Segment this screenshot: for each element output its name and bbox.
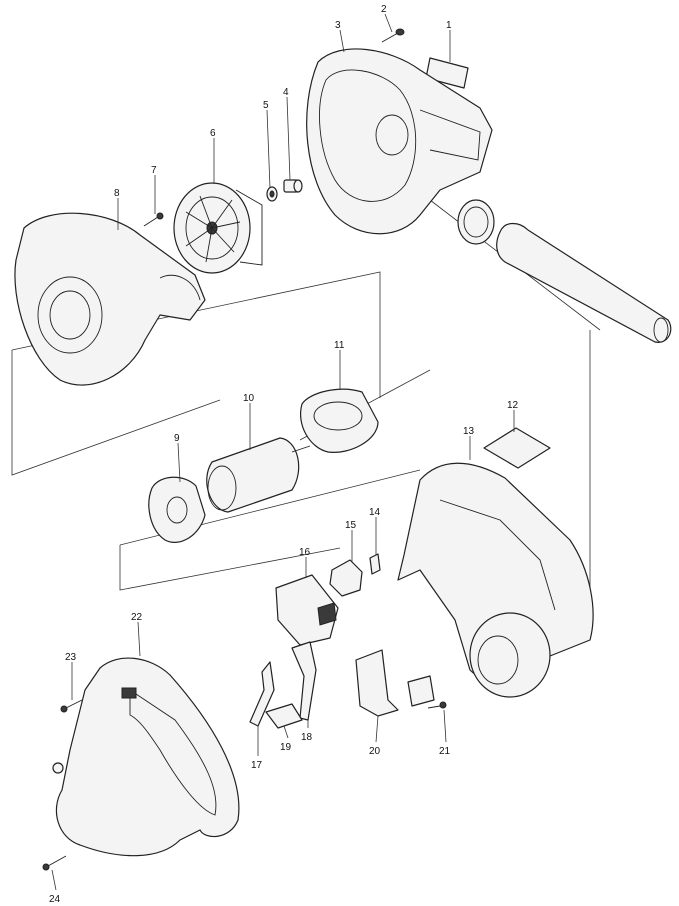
part-brush-holder	[329, 559, 363, 597]
part-washer	[266, 186, 278, 202]
part-contact-strip-2	[291, 641, 317, 721]
callout-10: 10	[243, 393, 255, 404]
callout-15: 15	[345, 520, 357, 531]
part-fan-cover	[306, 48, 493, 235]
part-magnet-housing	[300, 388, 379, 453]
callout-1: 1	[446, 20, 452, 31]
callout-16: 16	[299, 547, 311, 558]
part-rear-housing	[397, 462, 594, 698]
callout-13: 13	[463, 426, 475, 437]
callout-12: 12	[507, 400, 519, 411]
part-terminal-block	[265, 703, 303, 729]
part-blower-housing	[14, 212, 206, 386]
callout-9: 9	[174, 433, 180, 444]
part-end-bracket	[148, 476, 206, 543]
part-screw-fan	[143, 212, 164, 227]
part-handle-housing	[52, 657, 240, 857]
callout-24: 24	[49, 894, 61, 905]
part-switch	[275, 574, 339, 646]
callout-7: 7	[151, 165, 157, 176]
part-screw-handle	[60, 699, 83, 713]
callout-11: 11	[334, 340, 345, 351]
callout-4: 4	[283, 87, 289, 98]
callout-8: 8	[114, 188, 120, 199]
part-label-sheet	[483, 427, 551, 469]
callout-2: 2	[381, 4, 387, 15]
part-motor	[206, 437, 311, 513]
part-screw-top	[381, 28, 405, 43]
callout-17: 17	[251, 760, 263, 771]
callout-14: 14	[369, 507, 381, 518]
part-nozzle	[457, 199, 672, 343]
callout-5: 5	[263, 100, 269, 111]
callout-23: 23	[65, 652, 77, 663]
callout-leaders	[51, 13, 515, 891]
callout-22: 22	[131, 612, 143, 623]
part-fan-impeller	[173, 182, 263, 274]
part-bracket	[355, 649, 435, 717]
callout-19: 19	[280, 742, 292, 753]
part-clip	[369, 553, 381, 575]
callout-3: 3	[335, 20, 341, 31]
callout-18: 18	[301, 732, 313, 743]
part-bolt	[283, 179, 303, 193]
part-screw-bottom	[42, 855, 67, 871]
callout-21: 21	[439, 746, 451, 757]
part-screw-bracket	[427, 701, 447, 709]
callout-6: 6	[210, 128, 216, 139]
callout-20: 20	[369, 746, 381, 757]
callout-numbers: 1 2 3 4 5 6 7 8 9 10 11 12 13 14 15 16 1…	[49, 4, 519, 905]
